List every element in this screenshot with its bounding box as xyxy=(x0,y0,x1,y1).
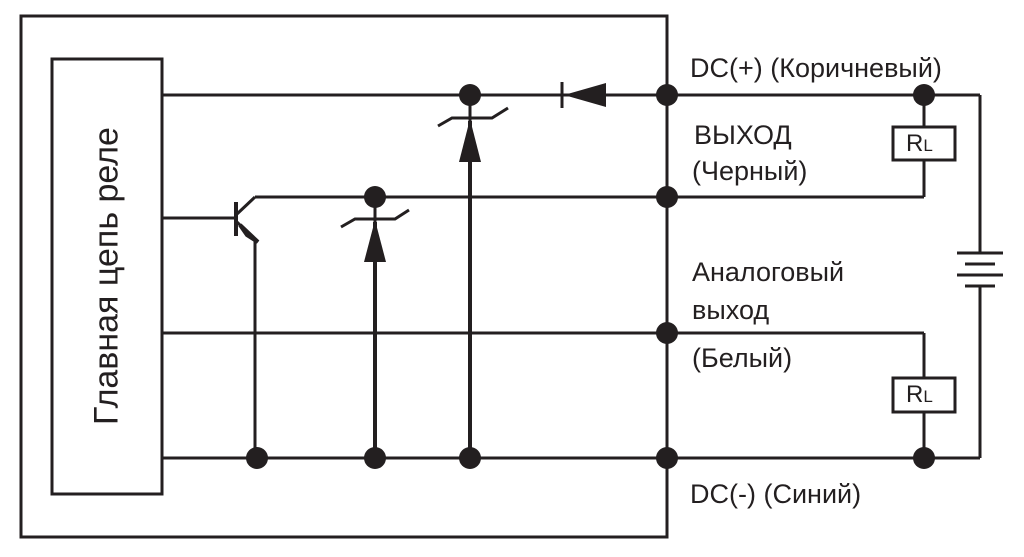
transistor-emitter-arrow-icon xyxy=(238,223,260,244)
main-relay-block xyxy=(50,57,164,496)
main-relay-label: Главная цепь реле xyxy=(87,127,126,425)
sensor-enclosure xyxy=(19,14,669,539)
analog-label-2: выход xyxy=(692,295,770,325)
load-resistor-output xyxy=(891,125,957,162)
junction-dots xyxy=(246,84,935,469)
rl-analog-label: RL xyxy=(906,381,933,408)
dc-minus-label: DC(-) (Синий) xyxy=(690,479,862,509)
output-label: ВЫХОД xyxy=(694,120,792,150)
zener-diode-2 xyxy=(459,119,481,162)
zener-diode-1 xyxy=(364,220,386,262)
diode xyxy=(564,83,606,107)
analog-color-label: (Белый) xyxy=(692,343,793,373)
analog-label: Аналоговый xyxy=(692,257,845,287)
output-color-label: (Черный) xyxy=(692,156,808,186)
dc-plus-label: DC(+) (Коричневый) xyxy=(690,53,942,83)
rl-output-label: RL xyxy=(906,130,933,157)
load-resistor-analog xyxy=(891,376,957,414)
